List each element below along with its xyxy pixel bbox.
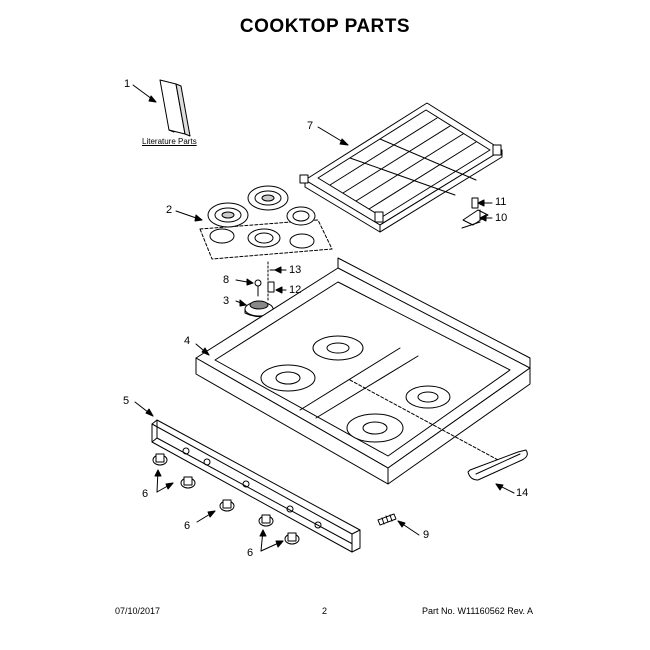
callout-6-knob-3: 6 <box>247 547 254 559</box>
callout-13: 13 <box>289 264 302 276</box>
callout-7: 7 <box>307 120 314 132</box>
main-cooktop <box>196 258 530 484</box>
literature-parts-label: Literature Parts <box>142 137 197 146</box>
footer-page-number: 2 <box>322 606 328 616</box>
callout-2: 2 <box>166 204 173 216</box>
control-knobs <box>153 454 299 544</box>
callout-14: 14 <box>516 487 529 499</box>
callout-3: 3 <box>223 295 230 307</box>
callout-9: 9 <box>423 529 430 541</box>
callout-6-knob-2: 6 <box>184 520 191 532</box>
callout-8: 8 <box>223 274 230 286</box>
callout-10: 10 <box>495 212 508 224</box>
control-panel-manifold-cover <box>152 420 360 552</box>
callout-6-knob-1: 6 <box>142 488 149 500</box>
callout-leader-lines <box>133 85 514 551</box>
burner-grate <box>300 103 502 232</box>
igniter-electrode-parts <box>255 262 278 300</box>
surface-burner-set <box>200 186 332 259</box>
panel-screw <box>378 514 396 525</box>
footer-date: 07/10/2017 <box>115 606 161 616</box>
callout-1: 1 <box>124 78 131 90</box>
callout-4: 4 <box>184 335 191 347</box>
callout-11: 11 <box>495 196 507 208</box>
callout-5: 5 <box>123 395 130 407</box>
callout-12: 12 <box>289 284 302 296</box>
side-trim-strip <box>468 450 527 480</box>
footer-part-number: Part No. W11160562 Rev. A <box>422 606 534 616</box>
page-title: COOKTOP PARTS <box>239 16 411 37</box>
literature-parts-booklet <box>160 80 190 136</box>
